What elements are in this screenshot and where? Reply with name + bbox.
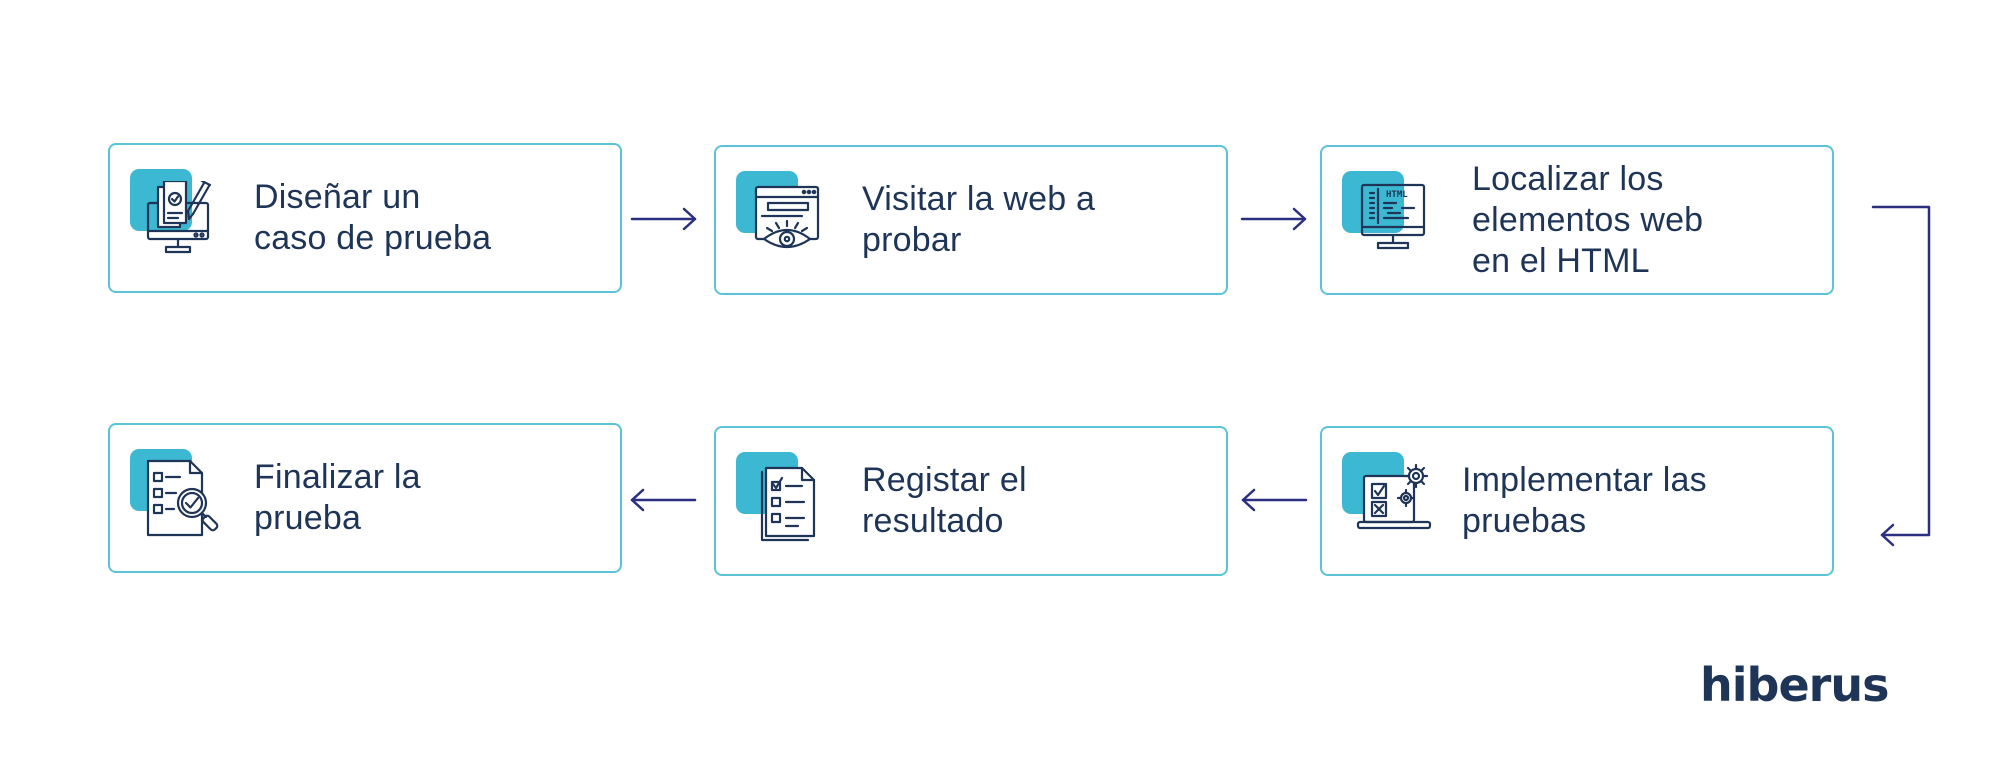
step-label: Diseñar un caso de prueba (254, 178, 492, 257)
step-label: Finalizar la prueba (254, 458, 421, 537)
step-implement-tests: Implementar las pruebas (1320, 426, 1834, 576)
arrow-left-2 (630, 488, 697, 512)
step-label: Implementar las pruebas (1462, 461, 1707, 540)
step-label: Registar el resultado (862, 461, 1027, 540)
html-monitor-icon: HTML (1360, 183, 1426, 250)
step-locate-elements: HTML Localizar los elementos web en el H… (1320, 145, 1834, 295)
arrow-left-1 (1241, 488, 1308, 512)
step-register-result: Registar el resultado (714, 426, 1228, 576)
step-finish-test: Finalizar la prueba (108, 423, 622, 573)
arrow-right-1 (630, 207, 697, 231)
checklist-document-icon (760, 466, 816, 542)
web-inspect-eye-icon (754, 185, 820, 249)
svg-text:HTML: HTML (1386, 190, 1408, 200)
document-magnifier-check-icon (146, 459, 219, 537)
laptop-checklist-gears-icon (1356, 463, 1432, 530)
step-visit-web: Visitar la web a probar (714, 145, 1228, 295)
arrow-elbow-down (1871, 205, 1931, 547)
step-label: Visitar la web a probar (862, 180, 1096, 259)
arrow-right-2 (1240, 207, 1307, 231)
hiberus-logo: hiberus (1700, 658, 1889, 712)
design-test-case-icon (146, 181, 212, 254)
step-design-test-case: Diseñar un caso de prueba (108, 143, 622, 293)
step-label: Localizar los elementos web en el HTML (1472, 159, 1704, 280)
